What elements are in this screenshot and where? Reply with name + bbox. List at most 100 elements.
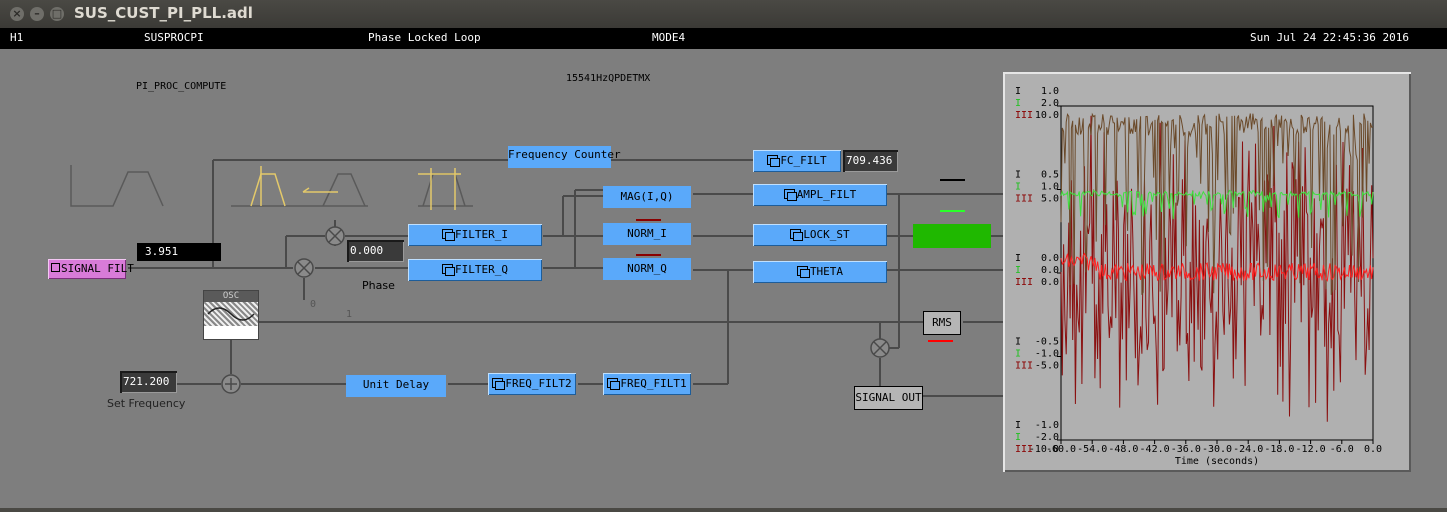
filter-q-label: FILTER_Q: [455, 263, 508, 276]
signal-filt-label: SIGNAL FILT: [61, 262, 134, 275]
datetime-label: Sun Jul 24 22:45:36 2016: [1250, 31, 1409, 44]
phase-input[interactable]: 0.000: [347, 240, 404, 262]
lock-st-label: LOCK_ST: [803, 228, 850, 241]
x-tick-label: -18.0: [1264, 444, 1294, 455]
axis-marker: I: [1015, 432, 1021, 443]
related-display-icon: [492, 378, 506, 390]
x-tick-label: -12.0: [1296, 444, 1326, 455]
lock-st-button[interactable]: LOCK_ST: [753, 224, 887, 246]
stripchart-svg: 1.0I2.0I10.0III0.5I1.0I5.0III0.0I0.0I0.0…: [1015, 86, 1382, 467]
axis-marker: I: [1015, 420, 1021, 431]
mag-block: MAG(I,Q): [603, 186, 691, 208]
related-display-icon: [790, 229, 804, 241]
osc-wave-icon: [204, 302, 258, 326]
x-tick-label: -36.0: [1171, 444, 1201, 455]
related-display-icon: [607, 378, 621, 390]
axis-marker: III: [1015, 361, 1033, 372]
axis-marker: I: [1015, 170, 1021, 181]
axis-marker: I: [1015, 265, 1021, 276]
bottom-edge: [0, 508, 1447, 512]
freq-filt1-button[interactable]: FREQ_FILT1: [603, 373, 691, 395]
y-tick-label: 0.5: [1041, 170, 1059, 181]
osc-block[interactable]: OSC: [203, 290, 259, 340]
y-tick-label: 0.0: [1041, 253, 1059, 264]
series-trace: [1060, 115, 1374, 422]
freq-filt2-button[interactable]: FREQ_FILT2: [488, 373, 576, 395]
axis-marker: III: [1015, 277, 1033, 288]
x-tick-label: -48.0: [1108, 444, 1138, 455]
x-tick-label: -6.0: [1330, 444, 1354, 455]
axis-marker: III: [1015, 444, 1033, 455]
filter-q-button[interactable]: FILTER_Q: [408, 259, 542, 281]
signal-out-block: SIGNAL OUT: [854, 386, 923, 410]
x-tick-label: -24.0: [1233, 444, 1263, 455]
x-tick-label: -30.0: [1202, 444, 1232, 455]
main-panel: PI_PROC_COMPUTE 15541HzQPDETMX Frequency…: [3, 50, 1443, 508]
related-display-icon: [796, 266, 810, 278]
series-trace: [1060, 252, 1374, 282]
ampl-filt-label: AMPL_FILT: [796, 188, 857, 201]
unit-delay-block: Unit Delay: [346, 375, 446, 397]
close-button[interactable]: ×: [10, 7, 24, 21]
compute-label: PI_PROC_COMPUTE: [136, 81, 227, 92]
fc-filt-button[interactable]: FC_FILT: [753, 150, 841, 172]
filter-i-button[interactable]: FILTER_I: [408, 224, 542, 246]
y-tick-label: 2.0: [1041, 98, 1059, 109]
osc-zero-label: 0: [310, 299, 317, 310]
set-frequency-label: Set Frequency: [107, 397, 186, 410]
set-frequency-input[interactable]: 721.200: [120, 371, 177, 393]
related-display-icon: [51, 263, 60, 272]
x-tick-label: -54.0: [1077, 444, 1107, 455]
y-tick-label: -0.5: [1035, 337, 1059, 348]
y-tick-label: 0.0: [1041, 277, 1059, 288]
osc-label: OSC: [204, 291, 258, 302]
related-display-icon: [783, 189, 797, 201]
signal-value-display: 3.951: [137, 243, 221, 261]
axis-marker: I: [1015, 349, 1021, 360]
fc-filt-label: FC_FILT: [780, 154, 827, 167]
header-bar: H1 SUSPROCPI Phase Locked Loop MODE4 Sun…: [0, 28, 1447, 49]
y-tick-label: 10.0: [1035, 110, 1059, 121]
window-title: SUS_CUST_PI_PLL.adl: [74, 4, 253, 22]
y-tick-label: -10.0: [1029, 444, 1059, 455]
freq-counter-button[interactable]: Frequency Counter: [508, 146, 621, 168]
signal-wires: [70, 159, 1003, 397]
y-tick-label: -5.0: [1035, 361, 1059, 372]
axis-marker: I: [1015, 98, 1021, 109]
x-tick-label: -42.0: [1140, 444, 1170, 455]
y-tick-label: 0.0: [1041, 265, 1059, 276]
series-trace: [1060, 189, 1374, 220]
osc-one-label: 1: [346, 309, 353, 320]
axis-marker: I: [1015, 86, 1021, 97]
signal-filt-button[interactable]: SIGNAL FILT: [48, 259, 134, 279]
y-tick-label: 1.0: [1041, 182, 1059, 193]
related-display-icon: [767, 155, 781, 167]
channel-label: 15541HzQPDETMX: [566, 73, 651, 84]
minimize-button[interactable]: –: [30, 7, 44, 21]
series-trace: [1060, 112, 1374, 296]
norm-q-block: NORM_Q: [603, 258, 691, 280]
window-titlebar: × – □ SUS_CUST_PI_PLL.adl: [0, 0, 1447, 28]
lock-indicator: [913, 224, 991, 248]
y-tick-label: -1.0: [1035, 349, 1059, 360]
mode-label: MODE4: [652, 31, 686, 44]
x-tick-label: 0.0: [1364, 444, 1382, 455]
freq-filt1-label: FREQ_FILT1: [620, 377, 687, 390]
system-label: SUSPROCPI: [144, 31, 204, 44]
norm-i-block: NORM_I: [603, 223, 691, 245]
related-display-icon: [442, 264, 455, 276]
fc-value-display: 709.436: [843, 150, 898, 172]
freq-filt2-label: FREQ_FILT2: [505, 377, 572, 390]
y-tick-label: -2.0: [1035, 432, 1059, 443]
ampl-filt-button[interactable]: AMPL_FILT: [753, 184, 887, 206]
filter-i-label: FILTER_I: [455, 228, 508, 241]
axis-marker: III: [1015, 110, 1033, 121]
y-tick-label: 1.0: [1041, 86, 1059, 97]
x-axis-label: Time (seconds): [1175, 456, 1259, 467]
maximize-button[interactable]: □: [50, 7, 64, 21]
related-display-icon: [442, 229, 455, 241]
x-tick-label: -60.0: [1046, 444, 1076, 455]
theta-button[interactable]: THETA: [753, 261, 887, 283]
axis-marker: III: [1015, 194, 1033, 205]
